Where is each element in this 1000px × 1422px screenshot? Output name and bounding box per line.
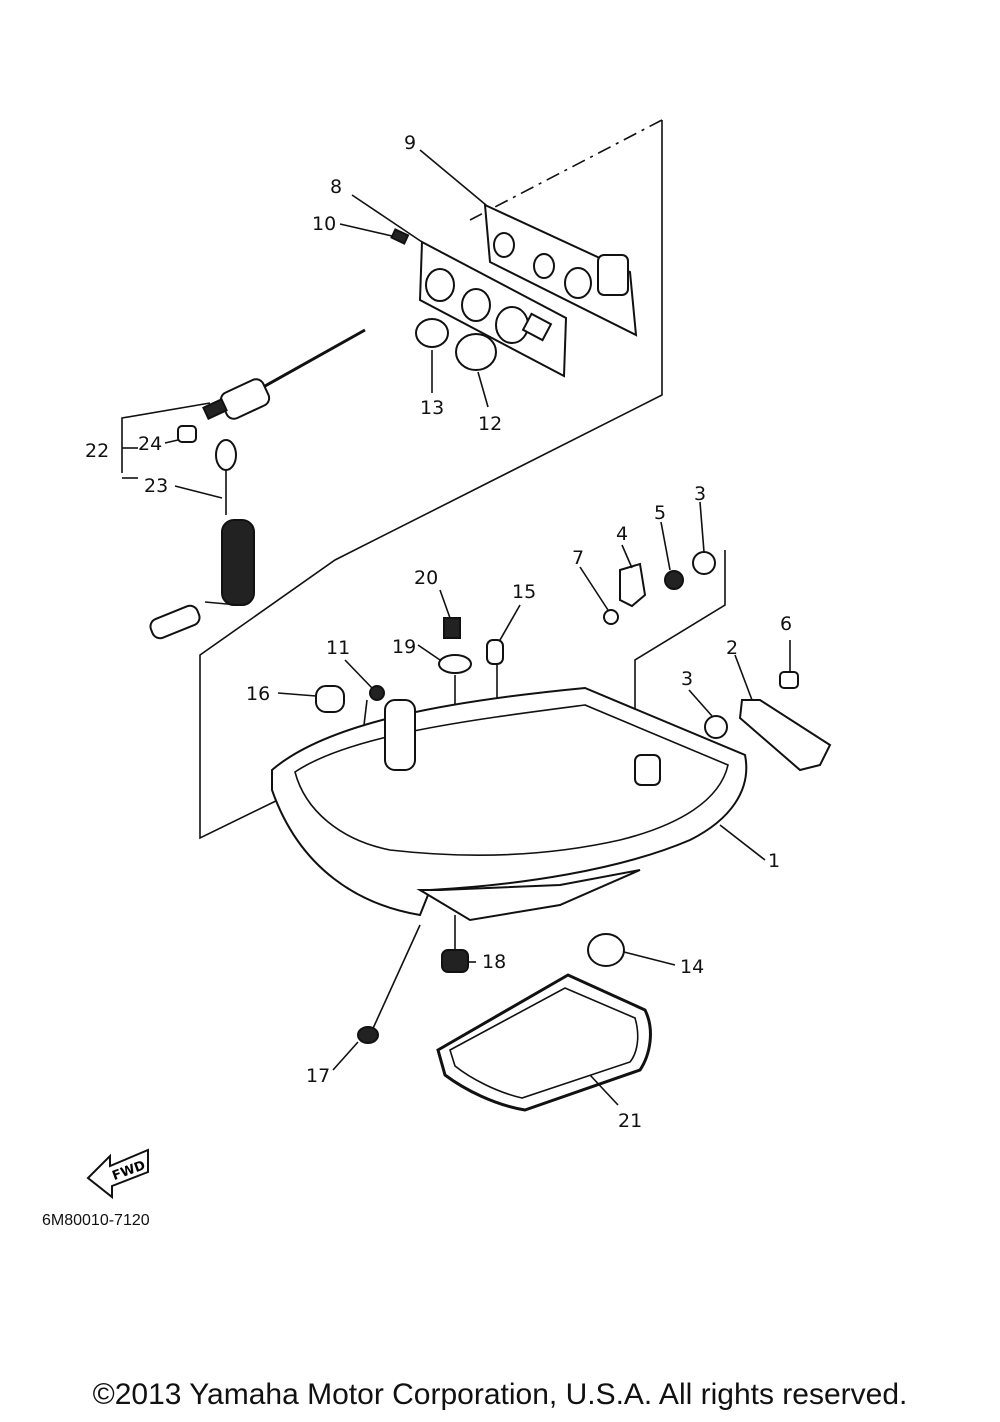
- callout-24: 24: [138, 433, 162, 455]
- stop-switch-assembly: [149, 328, 366, 640]
- callout-21: 21: [618, 1110, 642, 1132]
- callout-13: 13: [420, 397, 444, 419]
- callout-6: 6: [780, 613, 792, 635]
- fwd-arrow-icon: FWD: [86, 1148, 149, 1200]
- bottom-cowling: [271, 686, 748, 922]
- callout-19: 19: [392, 636, 416, 658]
- callout-3-upper: 3: [694, 483, 706, 505]
- callout-4: 4: [616, 523, 628, 545]
- switch-panel-plate: [483, 203, 638, 337]
- copyright-notice: ©2013 Yamaha Motor Corporation, U.S.A. A…: [92, 1378, 908, 1411]
- callout-5: 5: [654, 502, 666, 524]
- cowling-gasket: [436, 973, 652, 1112]
- callout-2: 2: [726, 637, 738, 659]
- drawing-code: 6M80010-7120: [42, 1212, 150, 1229]
- callout-22: 22: [85, 440, 109, 462]
- callout-12: 12: [478, 413, 502, 435]
- leader-lines: [121, 149, 791, 1106]
- panel-gasket: [418, 240, 568, 378]
- callout-18: 18: [482, 951, 506, 973]
- callout-numbers: 1 2 3 3 4 5 6 7 8 9 10 11 12 13 14 15 16…: [85, 132, 792, 1132]
- callout-3-lower: 3: [681, 668, 693, 690]
- callout-1: 1: [768, 850, 780, 872]
- callout-8: 8: [330, 176, 342, 198]
- callout-20: 20: [414, 567, 438, 589]
- plug-caps: [415, 318, 497, 371]
- small-hardware: [315, 551, 832, 1044]
- callout-11: 11: [326, 637, 350, 659]
- panel-screw: [390, 228, 410, 245]
- callout-23: 23: [144, 475, 168, 497]
- callout-16: 16: [246, 683, 270, 705]
- callout-14: 14: [680, 956, 704, 978]
- callout-17: 17: [306, 1065, 330, 1087]
- callout-9: 9: [404, 132, 416, 154]
- callout-15: 15: [512, 581, 536, 603]
- callout-7: 7: [572, 547, 584, 569]
- callout-10: 10: [312, 213, 336, 235]
